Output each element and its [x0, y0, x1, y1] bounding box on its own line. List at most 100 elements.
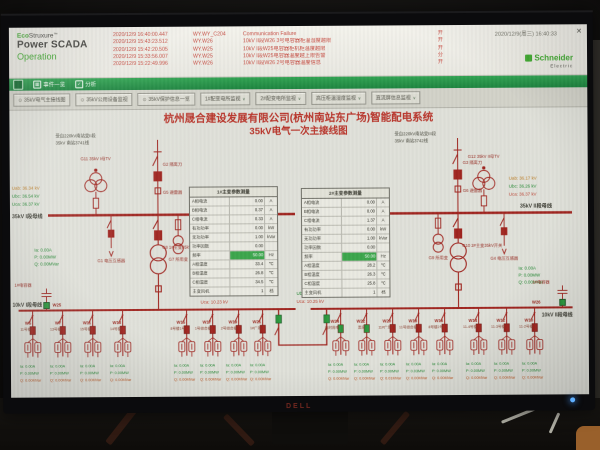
breaker-W16[interactable] — [441, 323, 448, 333]
nav-tab-4[interactable]: 1#配变电所监视∨ — [199, 92, 251, 106]
aux-g4[interactable] — [499, 213, 508, 255]
breaker-W22[interactable] — [363, 324, 370, 333]
breaker-W10[interactable] — [531, 323, 538, 332]
breaker-W24[interactable] — [337, 324, 344, 334]
aux-g7[interactable] — [172, 215, 184, 255]
feeder-reading: Ia: 0.00A — [110, 364, 126, 368]
capacitor-2[interactable] — [557, 285, 568, 308]
breaker-W12[interactable] — [503, 323, 510, 332]
dell-logo: DELL — [286, 402, 313, 411]
bus35-2-uca: Uca: 36.37 kV — [509, 192, 537, 197]
feeder-reading: Ia: 0.00A — [354, 363, 370, 367]
breaker-W7[interactable] — [59, 326, 66, 335]
panel-row-unit: A — [263, 197, 277, 206]
feeder-desc: 11号楼 — [20, 327, 31, 332]
breaker-W11[interactable] — [89, 325, 96, 335]
transformer-1[interactable] — [149, 215, 167, 310]
incoming-right-label1: 受自220kV南站变III段 — [395, 130, 437, 137]
nav-tab-6[interactable]: 高压柜温湿度监视∨ — [310, 91, 366, 105]
breaker-W17[interactable] — [209, 325, 216, 334]
breaker-W18[interactable] — [415, 323, 422, 333]
alarm-msg: 10kV II段W26 2号电容器温度信息 — [243, 60, 321, 67]
aux-g1[interactable] — [106, 216, 115, 258]
bus-tie[interactable] — [274, 309, 330, 346]
panel-row-value: 26.3 — [341, 270, 377, 279]
feeder-reading: Q: 0.00MVar — [50, 378, 72, 382]
feeder-reading: Ia: 0.00A — [522, 362, 538, 366]
feeder-reading: Ia: 0.00A — [466, 362, 482, 366]
schneider-mark-icon — [525, 54, 533, 62]
breaker-W19[interactable] — [235, 325, 242, 334]
breaker-W14[interactable] — [475, 323, 482, 333]
panel-row-label: 频率 — [304, 253, 313, 259]
close-icon[interactable]: ✕ — [576, 28, 582, 36]
panel-row-value: 1 — [229, 287, 265, 296]
breaker-W20[interactable] — [389, 324, 396, 333]
nav-tab-5[interactable]: 2#配变电所监视∨ — [255, 91, 306, 106]
schneider-sub: Electric — [550, 63, 574, 69]
feeder-reading: Q: 0.01MVar — [380, 376, 402, 380]
panel-row-unit: ℃ — [264, 278, 278, 287]
feeder-reading: Q: 0.00MVar — [250, 377, 272, 381]
breaker-W15[interactable] — [183, 325, 190, 334]
capacitor-1[interactable] — [41, 288, 52, 311]
panel-row-unit: ℃ — [376, 270, 390, 279]
panel-row-value: 33.4 — [229, 260, 265, 269]
chevron-down-icon: ∨ — [297, 95, 301, 101]
nav-tab-1[interactable]: ⊙35kV电气主接线图 — [13, 93, 71, 107]
nav-tab-3[interactable]: ⊙35kV保护信息一览 — [137, 92, 195, 106]
incoming-line-left[interactable] — [152, 139, 163, 215]
breaker-W21[interactable] — [259, 324, 266, 334]
pt2-symbol[interactable] — [472, 166, 496, 213]
feeder-desc: 泵房 — [358, 325, 366, 330]
feeder-desc: 2号综合楼 — [221, 325, 238, 330]
transformer-2[interactable] — [449, 214, 467, 309]
nav-tab-label: 1#配变电所监视 — [204, 96, 241, 103]
wall — [590, 40, 600, 400]
power-led[interactable] — [570, 397, 576, 403]
tx1-ia: Ia: 0.00A — [34, 248, 52, 253]
nav-tab-2[interactable]: ⊙35kV公用设备监视 — [75, 93, 133, 107]
breaker-w25-label: W25 — [53, 302, 62, 307]
feeder-reading: Ia: 0.00A — [174, 364, 190, 368]
aux-g9[interactable] — [432, 214, 444, 253]
menu-item-label: 事件一览 — [43, 82, 66, 89]
panel-row-value: 0.00 — [340, 198, 376, 207]
desk-object — [576, 426, 600, 450]
scada-screen: EcoStruxure™ Power SCADA Operation 2020/… — [8, 24, 590, 398]
bus35-1-label: 35kV I段母线 — [12, 212, 43, 220]
nav-tab-7[interactable]: 直流屏信息监视∨ — [370, 91, 421, 105]
feeder-id: W15 — [177, 320, 186, 325]
pt1-symbol[interactable] — [84, 168, 108, 216]
menu-item[interactable]: ✓分析 — [75, 80, 96, 89]
breaker-W13[interactable] — [119, 325, 126, 335]
nav-tab-label: 35kV公用设备监视 — [86, 97, 128, 104]
incoming-line-right[interactable] — [452, 138, 463, 214]
feeder-desc: 13号楼 — [50, 326, 62, 331]
menu-item[interactable]: ▦事件一览 — [33, 80, 66, 89]
device-g5-label: G5 避雷器 — [163, 189, 183, 196]
logo-tm: ™ — [53, 31, 58, 37]
feeder-reading: P: 0.03MW — [406, 369, 425, 373]
breaker-W5[interactable] — [29, 326, 36, 335]
